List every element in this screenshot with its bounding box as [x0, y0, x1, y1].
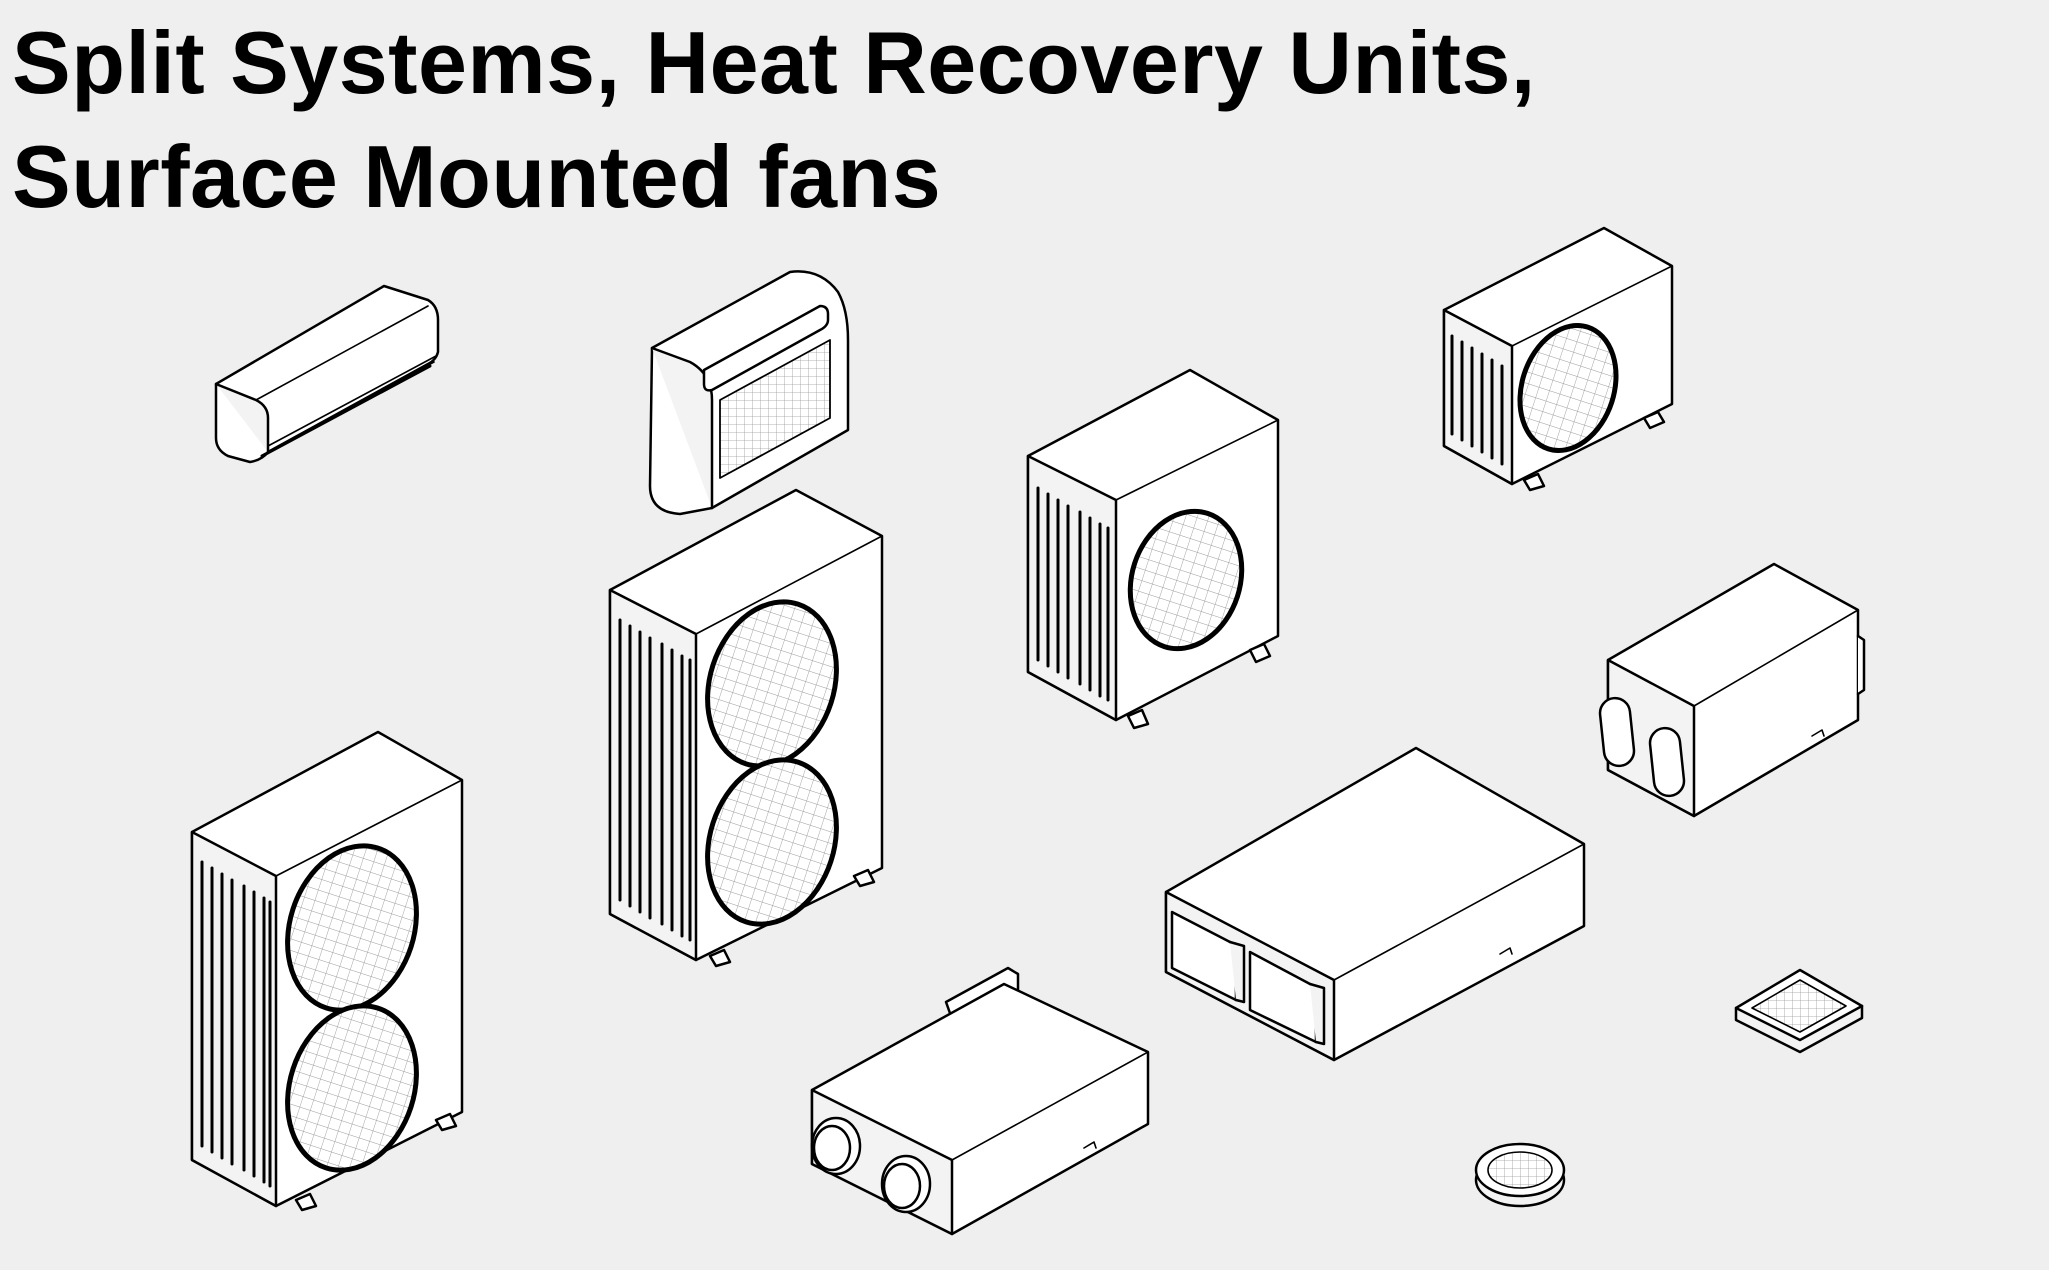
heat-recovery-unit-flat: [1164, 746, 1586, 1062]
outdoor-unit-twin-fan-center: [608, 488, 884, 968]
title-line-2: Surface Mounted fans: [12, 127, 942, 226]
square-surface-fan: [1734, 968, 1864, 1054]
heat-recovery-unit-right: [1598, 562, 1866, 818]
round-surface-fan: [1474, 1142, 1566, 1208]
heat-recovery-unit-compact: [810, 966, 1150, 1236]
page-title: Split Systems, Heat Recovery Units, Surf…: [12, 6, 1536, 234]
wall-split-indoor-unit: [214, 284, 440, 464]
title-line-1: Split Systems, Heat Recovery Units,: [12, 13, 1536, 112]
outdoor-condenser-medium: [1026, 368, 1280, 730]
console-indoor-unit: [648, 270, 850, 516]
outdoor-unit-twin-fan-left: [190, 730, 464, 1212]
outdoor-condenser-small: [1442, 226, 1674, 492]
